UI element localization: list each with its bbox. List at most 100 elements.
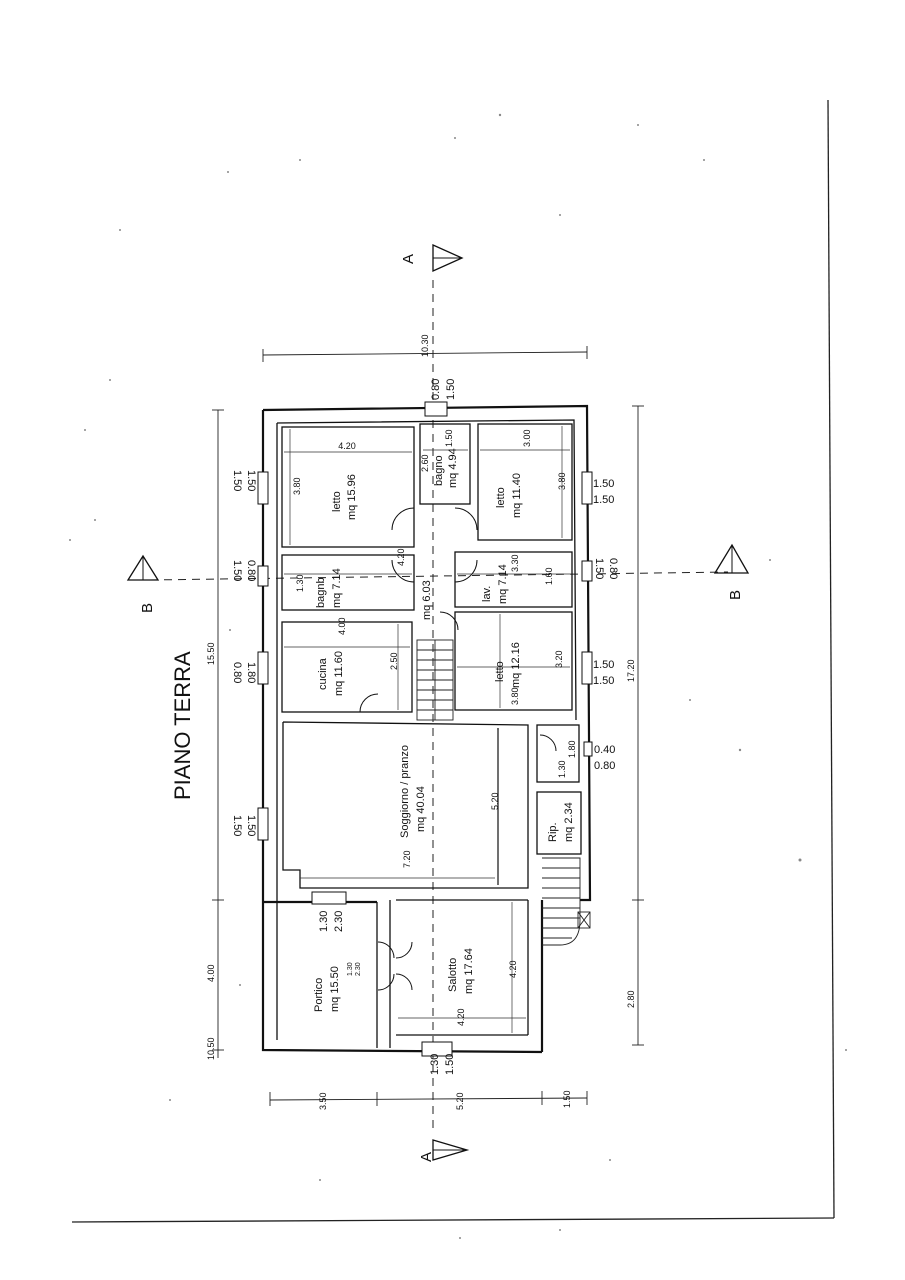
room-name: bagnb [315, 577, 327, 608]
window-dim-a: 0.80 [231, 662, 243, 683]
room-rip: Rip. mq 2.34 [547, 802, 575, 842]
window-dim-a: 1.50 [231, 470, 243, 491]
dim-salotto-h: 4.20 [508, 960, 518, 978]
section-a-label: A [418, 1152, 435, 1162]
section-b-label: B [727, 590, 744, 600]
dim-bagno1-a: 1.50 [444, 429, 454, 447]
window-left-cucina: 0.80 1.80 [231, 662, 257, 683]
door-bottom: 1.30 1.50 [429, 1054, 456, 1075]
door-dim-a: 1.30 [429, 1054, 441, 1075]
window-left-soggiorno: 1.50 1.50 [231, 815, 257, 836]
door-dim-b: 2.30 [355, 962, 362, 976]
room-salotto: Salotto mq 17.64 [447, 948, 475, 994]
window-dim-a: 1.50 [593, 659, 614, 671]
section-a-label: A [400, 254, 417, 264]
room-name: cucina [317, 657, 329, 690]
window-dim-a: 1.50 [231, 560, 243, 581]
room-area: mq 7.14 [497, 564, 509, 604]
section-b-right-marker: B [713, 543, 750, 600]
scan-noise [69, 113, 847, 1239]
room-name: letto [494, 661, 506, 682]
dim-top-overall: 10.30 [420, 334, 430, 357]
room-area: mq 12.16 [510, 642, 522, 688]
window-dim-b: 0.80 [594, 760, 615, 772]
room-area: mq 15.96 [346, 474, 358, 520]
room-name: Portico [313, 978, 325, 1012]
dim-letto1-h: 3.80 [292, 477, 302, 495]
room-soggiorno: Soggiorno / pranzo mq 40.04 [399, 745, 427, 838]
room-area: mq 40.04 [415, 786, 427, 832]
window-right-rip: 0.40 0.80 [594, 744, 615, 772]
door-dim-a: 1.30 [347, 962, 354, 976]
room-name: Salotto [447, 958, 459, 992]
window-dim-b: 1.50 [593, 675, 614, 687]
window-dim-b: 1.80 [245, 662, 257, 683]
window-dim-b: 1.50 [245, 815, 257, 836]
outer-walls [261, 404, 592, 1054]
window-dim-a: 0.40 [594, 744, 615, 756]
room-letto-2: letto mq 11.40 [495, 473, 523, 518]
room-name: lav. [481, 586, 493, 602]
section-a-top-marker: A [400, 243, 464, 273]
room-lav: lav. mq 7.14 [481, 564, 509, 604]
room-name: Soggiorno / pranzo [399, 745, 411, 838]
door-dim-a: 1.30 [318, 911, 330, 932]
dim-rip-b: 1.80 [567, 740, 577, 758]
inner-dimension-lines [284, 426, 570, 1033]
section-a-bottom-marker: A [418, 1139, 470, 1162]
dim-bottom-3: 1.50 [562, 1090, 572, 1108]
dim-left-overall: 15.50 [206, 642, 216, 665]
room-area: mq 11.60 [333, 651, 345, 696]
dim-lav-b: 1.60 [544, 567, 554, 585]
room-bagno-2: bagnb mq 7.14 [315, 568, 343, 608]
dim-rip-a: 1.30 [557, 760, 567, 778]
door-swings [359, 507, 557, 991]
window-dim-b: 0.80 [607, 558, 619, 579]
window-dim-b: 1.50 [593, 494, 614, 506]
door-dim-b: 2.30 [333, 911, 345, 932]
dim-left-end: 10.50 [206, 1037, 216, 1060]
dim-letto2-w: 3.00 [522, 429, 532, 447]
window-dim-a: 0.80 [430, 379, 442, 400]
staircase-main [416, 639, 454, 721]
room-name: letto [331, 491, 343, 512]
room-area: mq 6.03 [421, 580, 433, 620]
room-area: mq 15.50 [329, 966, 341, 1012]
interior-walls [281, 423, 582, 889]
door-portico: 1.30 2.30 [318, 911, 345, 932]
dim-letto2-h: 3.80 [557, 472, 567, 490]
dim-right-stair: 2.80 [626, 990, 636, 1008]
room-area: mq 11.40 [511, 473, 523, 518]
window-right-letto: 1.50 1.50 [593, 478, 614, 506]
room-disimpegno: mq 6.03 [421, 580, 433, 620]
dim-letto3-h: 3.80 [510, 687, 520, 705]
dim-cucina-w: 4.00 [337, 617, 347, 635]
window-dim-a: 1.50 [231, 815, 243, 836]
room-area: mq 2.34 [563, 802, 575, 842]
sheet-border [71, 99, 835, 1223]
room-portico: Portico mq 15.50 [313, 966, 341, 1012]
dim-letto3-w: 3.20 [554, 650, 564, 668]
dim-right-overall: 17.20 [626, 659, 636, 682]
window-right-letto3: 1.50 1.50 [593, 659, 614, 687]
room-name: letto [495, 487, 507, 508]
section-line-b [149, 571, 729, 581]
staircase-external [542, 857, 591, 946]
dim-bottom-1: 3.50 [318, 1092, 328, 1110]
dim-left-portico: 4.00 [206, 964, 216, 982]
section-b-label: B [139, 603, 156, 613]
window-dim-a: 1.50 [593, 478, 614, 490]
room-cucina: cucina mq 11.60 [317, 651, 345, 696]
dim-bagno2-b: 1.30 [295, 574, 305, 592]
dim-bagno2-a: 4.20 [396, 548, 406, 566]
dim-soggiorno-w: 7.20 [402, 850, 412, 868]
dim-bottom-2: 5.20 [455, 1092, 465, 1110]
dim-letto1-w: 4.20 [338, 441, 356, 451]
window-dim-b: 1.50 [445, 379, 457, 400]
room-bagno-1: bagno mq 4.94 [433, 448, 459, 488]
room-area: mq 17.64 [463, 948, 475, 994]
window-dim-b: 1.50 [245, 470, 257, 491]
dim-cucina-h: 2.50 [389, 652, 399, 670]
dim-soggiorno-h: 5.20 [490, 792, 500, 810]
